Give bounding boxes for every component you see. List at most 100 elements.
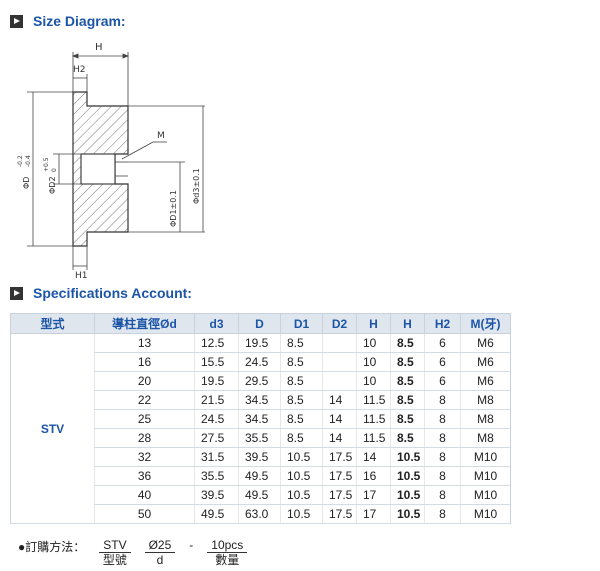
table-cell: 8 xyxy=(424,390,461,410)
bullet-arrow-icon xyxy=(10,14,23,28)
table-cell: 29.5 xyxy=(238,371,281,391)
table-cell: M6 xyxy=(460,371,511,391)
table-cell: 10 xyxy=(356,352,391,372)
label-d2-tol-top: +0.5 xyxy=(43,157,50,172)
table-cell: 10 xyxy=(356,371,391,391)
table-cell: 17.5 xyxy=(322,504,357,524)
table-cell: 11.5 xyxy=(356,428,391,448)
label-d3: Φd3±0.1 xyxy=(192,168,201,204)
table-cell: M10 xyxy=(460,504,511,524)
table-cell: 6 xyxy=(424,333,461,353)
table-cell: 27.5 xyxy=(194,428,239,448)
table-cell: 10.5 xyxy=(390,447,425,467)
table-cell: 13 xyxy=(94,333,195,353)
label-d2: ΦD2 xyxy=(48,176,57,194)
table-cell: 11.5 xyxy=(356,390,391,410)
table-cell: 14 xyxy=(322,428,357,448)
table-header-cell: 型式 xyxy=(10,313,95,334)
label-d1: ΦD1±0.1 xyxy=(169,190,178,227)
table-cell: 8 xyxy=(424,428,461,448)
spec-title: Specifications Account: xyxy=(33,285,192,301)
size-diagram-title: Size Diagram: xyxy=(33,13,126,29)
table-cell: 49.5 xyxy=(238,485,281,505)
table-cell: 28 xyxy=(94,428,195,448)
order-item-quantity: 10pcs 數量 xyxy=(207,538,248,568)
table-cell: 21.5 xyxy=(194,390,239,410)
table-cell: 15.5 xyxy=(194,352,239,372)
table-cell xyxy=(322,352,357,372)
table-cell: 14 xyxy=(322,390,357,410)
label-h: H xyxy=(95,42,103,53)
table-cell xyxy=(322,333,357,353)
label-d-tol-top: -0.2 xyxy=(17,155,24,167)
table-cell xyxy=(322,371,357,391)
table-cell: M6 xyxy=(460,333,511,353)
table-cell: 8.5 xyxy=(390,409,425,429)
table-cell: 8.5 xyxy=(390,390,425,410)
table-cell: 35.5 xyxy=(194,466,239,486)
table-header-cell: d3 xyxy=(194,313,239,334)
spec-heading: Specifications Account: xyxy=(10,285,192,301)
table-cell: 24.5 xyxy=(194,409,239,429)
table-cell: 34.5 xyxy=(238,409,281,429)
table-cell: 16 xyxy=(356,466,391,486)
table-cell: 17.5 xyxy=(322,466,357,486)
table-cell: 35.5 xyxy=(238,428,281,448)
table-cell: 11.5 xyxy=(356,409,391,429)
table-cell: 22 xyxy=(94,390,195,410)
table-cell: 63.0 xyxy=(238,504,281,524)
label-h1: H1 xyxy=(75,271,88,279)
table-cell: 34.5 xyxy=(238,390,281,410)
table-cell: 10.5 xyxy=(280,485,323,505)
order-item-model: STV 型號 xyxy=(99,538,131,568)
table-cell: 49.5 xyxy=(194,504,239,524)
table-cell: 31.5 xyxy=(194,447,239,467)
table-header-cell: M(牙) xyxy=(460,313,511,334)
size-diagram-heading: Size Diagram: xyxy=(10,13,126,29)
label-d2-tol-bot: 0 xyxy=(51,168,58,172)
table-cell: 8.5 xyxy=(280,428,323,448)
table-cell: 8.5 xyxy=(390,333,425,353)
label-d-tol-bot: -0.4 xyxy=(25,155,32,167)
model-cell: STV xyxy=(10,333,95,524)
table-cell: 39.5 xyxy=(238,447,281,467)
label-d: ΦD xyxy=(22,177,31,189)
order-item-diameter: Ø25 d xyxy=(144,538,176,568)
table-header-cell: D xyxy=(238,313,281,334)
table-cell: 17.5 xyxy=(322,485,357,505)
table-cell: 10.5 xyxy=(280,504,323,524)
table-cell: 10.5 xyxy=(280,466,323,486)
size-diagram: H H2 H1 M ΦD -0.2 -0.4 ΦD2 +0.5 0 ΦD1±0.… xyxy=(17,42,205,279)
table-cell: 20 xyxy=(94,371,195,391)
order-dash: - xyxy=(189,538,194,552)
leader-line xyxy=(121,141,154,160)
table-cell: 6 xyxy=(424,371,461,391)
table-header-cell: D2 xyxy=(322,313,357,334)
label-h2: H2 xyxy=(73,65,86,75)
order-method: ●訂購方法： STV 型號 Ø25 d - 10pcs 數量 xyxy=(18,538,248,568)
table-cell: 8.5 xyxy=(280,333,323,353)
arrowhead xyxy=(122,53,130,59)
table-cell: 8 xyxy=(424,485,461,505)
label-m: M xyxy=(157,131,165,141)
table-cell: M10 xyxy=(460,485,511,505)
table-cell: 17.5 xyxy=(322,447,357,467)
table-cell: M10 xyxy=(460,466,511,486)
table-header-cell: D1 xyxy=(280,313,323,334)
counterbore xyxy=(80,153,116,185)
table-cell: 50 xyxy=(94,504,195,524)
table-cell: 8 xyxy=(424,447,461,467)
table-cell: 14 xyxy=(322,409,357,429)
table-cell: 8.5 xyxy=(280,409,323,429)
table-cell: 36 xyxy=(94,466,195,486)
table-cell: 8.5 xyxy=(280,352,323,372)
table-header-cell: H xyxy=(356,313,391,334)
table-cell: M8 xyxy=(460,428,511,448)
